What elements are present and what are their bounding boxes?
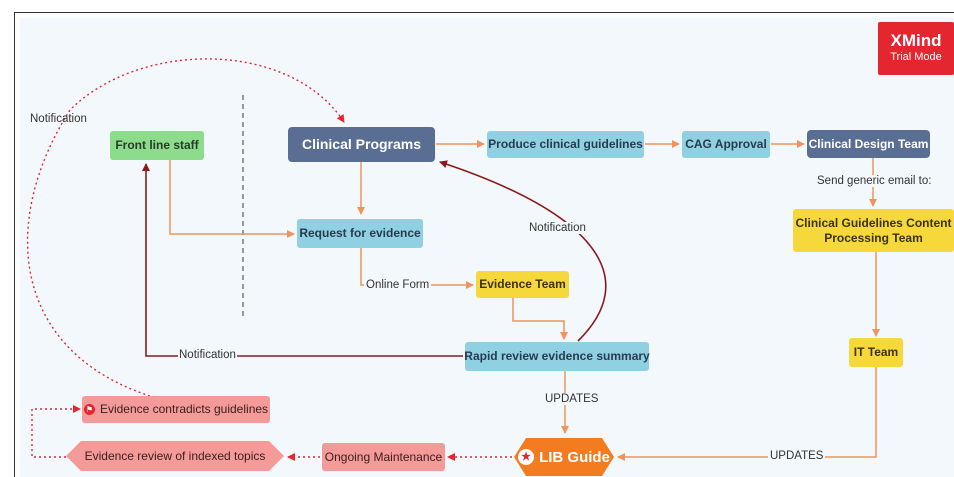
frame-border	[14, 12, 954, 477]
edge-rapid-notify-staff	[142, 163, 463, 357]
edge-staff-to-request	[169, 160, 295, 238]
node-cag-approval[interactable]: CAG Approval	[682, 131, 770, 158]
label-updates-bottom: UPDATES	[768, 450, 826, 462]
node-rapid-review-summary[interactable]: Rapid review evidence summary	[464, 342, 650, 371]
evidence-contradicts-label: Evidence contradicts guidelines	[99, 402, 269, 416]
edge-it-to-lib	[617, 367, 877, 461]
badge-subtitle: Trial Mode	[890, 51, 942, 63]
node-evidence-review[interactable]: Evidence review of indexed topics	[66, 441, 284, 471]
node-it-team[interactable]: IT Team	[849, 338, 903, 367]
star-icon: ★	[518, 449, 535, 465]
badge-title: XMind	[890, 31, 942, 50]
label-updates-center: UPDATES	[543, 393, 601, 405]
node-evidence-contradicts[interactable]: ⚑ Evidence contradicts guidelines	[82, 396, 270, 423]
edge-evidence-team-to-rapid	[512, 298, 568, 340]
edge-request-to-evidence-team	[360, 248, 474, 289]
edge-contradicts-notify-programs	[26, 58, 345, 397]
node-ongoing-maintenance[interactable]: Ongoing Maintenance	[322, 443, 445, 471]
node-produce-clinical-guidelines[interactable]: Produce clinical guidelines	[487, 131, 644, 158]
node-clinical-programs[interactable]: Clinical Programs	[288, 127, 435, 162]
label-notification-top: Notification	[30, 113, 87, 125]
label-send-email: Send generic email to:	[815, 175, 934, 187]
lib-guide-label: LIB Guide	[539, 448, 610, 466]
content-team-line2: Processing Team	[824, 230, 923, 245]
edge-rapid-notify-programs	[439, 160, 607, 342]
node-lib-guide[interactable]: ★ LIB Guide	[514, 438, 614, 476]
node-front-line-staff[interactable]: Front line staff	[110, 131, 204, 160]
edge-review-to-contradicts	[31, 405, 81, 458]
node-request-for-evidence[interactable]: Request for evidence	[297, 219, 423, 248]
content-team-line1: Clinical Guidelines Content	[795, 215, 952, 230]
xmind-trial-badge: XMind Trial Mode	[878, 22, 954, 75]
node-clinical-design-team[interactable]: Clinical Design Team	[807, 130, 930, 158]
label-notification-right: Notification	[527, 222, 588, 234]
node-evidence-team[interactable]: Evidence Team	[476, 271, 569, 298]
flag-icon: ⚑	[83, 404, 95, 415]
node-content-processing-team[interactable]: Clinical Guidelines Content Processing T…	[793, 209, 954, 252]
label-notification-bottom: Notification	[178, 349, 237, 361]
label-online-form: Online Form	[364, 279, 432, 291]
